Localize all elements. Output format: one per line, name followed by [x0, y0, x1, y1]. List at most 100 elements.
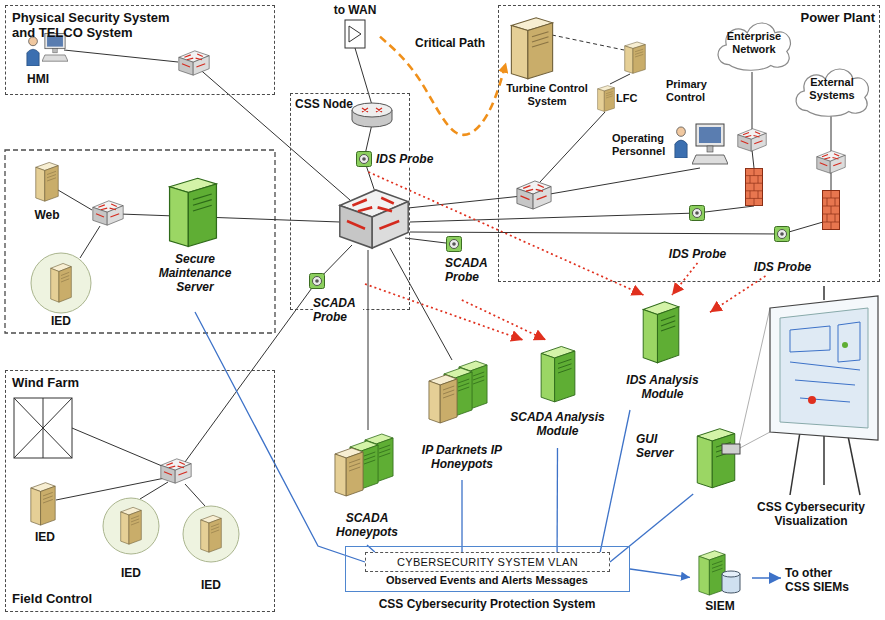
- switch-icon: [161, 459, 191, 483]
- projector-screen: [808, 396, 816, 404]
- projector-screen: [738, 432, 770, 449]
- path-label: Critical Path: [415, 36, 505, 50]
- ied-device: IED: [176, 500, 246, 596]
- maintenance-server: Secure Maintenance Server: [145, 172, 245, 312]
- node-label: IED: [18, 530, 72, 544]
- operator-station: Operating Personnel: [612, 120, 730, 170]
- alert-flow: [365, 284, 523, 340]
- event-link: [610, 494, 693, 562]
- network-wire: [80, 226, 100, 258]
- ids-probe: IDS Probe: [740, 224, 825, 276]
- wind-farm-symbol: [14, 398, 72, 458]
- network-cloud: External Systems: [790, 62, 874, 118]
- switch-icon: [817, 151, 846, 174]
- turbine-control: Turbine Control System: [506, 12, 588, 124]
- database-icon: [722, 571, 740, 577]
- server-icon: [511, 18, 552, 79]
- scada-probe: SCADA Probe: [303, 270, 365, 340]
- wind-farm-symbol: [43, 398, 44, 458]
- network-wire: [410, 222, 823, 234]
- honeypot-stack: [335, 448, 363, 496]
- ied-circle: [103, 498, 159, 554]
- switch-icon: [179, 51, 209, 75]
- operator-icon: [675, 127, 687, 158]
- node-label: Observed Events and Alerts Messages: [346, 574, 628, 587]
- network-wire: [72, 428, 162, 466]
- vlan-box: CYBERSECURITY SYSTEM VLAN: [365, 552, 610, 572]
- honeypot-stack: [335, 361, 487, 496]
- node-label: CSS Cybersecurity Protection System: [336, 597, 638, 611]
- ied-circle: [183, 506, 239, 562]
- probe-icon: [690, 206, 705, 221]
- node-label: SCADA Honeypots: [322, 511, 412, 539]
- probe-icon: [357, 152, 372, 167]
- ied-device: IED: [96, 494, 166, 584]
- network-wire: [355, 48, 372, 105]
- wind-farm-symbol: [14, 398, 72, 458]
- node-label: IDS Probe: [740, 260, 825, 274]
- node-label: LFC: [616, 92, 642, 105]
- projector-screen: [780, 308, 868, 428]
- server-icon: [36, 162, 59, 201]
- node-label: Field Control: [12, 591, 132, 606]
- network-wire: [752, 150, 754, 168]
- network-wire: [368, 250, 369, 430]
- scada-probe: SCADA Probe: [437, 234, 499, 300]
- node-label: SCADA Probe: [313, 296, 363, 324]
- network-wire: [540, 112, 605, 182]
- alert-flow: [672, 263, 698, 295]
- operator-icon: [27, 33, 728, 164]
- ip-honeypots: IP Darknets IP Honeypots: [412, 355, 512, 480]
- probe-icon: [775, 227, 790, 242]
- network-wire: [390, 248, 452, 360]
- scada-honeypots: SCADA Honeypots: [322, 425, 412, 545]
- server-icon: [31, 18, 646, 552]
- projector-screen: [722, 286, 878, 495]
- network-wire: [120, 214, 340, 222]
- projector-screen: [842, 342, 848, 348]
- projector-screen: [790, 322, 860, 402]
- switch-icon: [93, 201, 123, 225]
- network-wire: [752, 72, 753, 130]
- switch-icon: [738, 129, 767, 152]
- projector-screen: [790, 432, 800, 495]
- network-wire: [56, 478, 165, 500]
- router-icon: [352, 103, 392, 127]
- node-label: CSS Node: [295, 97, 365, 111]
- network-wire: [552, 35, 624, 50]
- region-box: CSS NodeIDS ProbeSCADA Probe: [290, 93, 410, 310]
- server-icon: [31, 483, 55, 525]
- region-box: Power PlantTurbine Control SystemPrimary…: [498, 5, 880, 282]
- switch-icon: [93, 51, 845, 483]
- router-icon: [352, 103, 392, 117]
- visualization-screen: CSS Cybersecurity Visualization: [745, 288, 883, 533]
- probe-icon: [447, 237, 462, 252]
- probe-icon: [310, 274, 325, 289]
- switch-icon: [517, 181, 551, 209]
- dashed-region: [5, 150, 275, 333]
- projector-screen: [823, 286, 825, 300]
- projector-screen: [738, 308, 770, 449]
- node-label: Primary Control: [666, 78, 718, 104]
- network-wire: [550, 168, 700, 194]
- network-wire: [408, 196, 522, 208]
- ied-device: IED: [18, 478, 72, 550]
- network-wire: [185, 484, 205, 506]
- projector-screen: [848, 436, 860, 495]
- hmi-station: HMI: [18, 28, 78, 88]
- gui-server: GUI Server: [636, 422, 740, 494]
- web-server: Web: [22, 158, 72, 226]
- node-label: SCADA Analysis Module: [500, 410, 615, 438]
- analysis-server: [697, 429, 735, 488]
- dashed-region: [5, 150, 275, 333]
- network-wire: [64, 50, 178, 62]
- node-label: GUI Server: [636, 432, 698, 460]
- event-link: [461, 480, 462, 552]
- node-label: SIEM: [690, 599, 750, 613]
- network-wire: [58, 190, 92, 210]
- probe-icon: [310, 152, 790, 289]
- wan-box: [345, 20, 365, 48]
- node-label: IDS Probe: [376, 152, 446, 166]
- analysis-server: [643, 302, 679, 363]
